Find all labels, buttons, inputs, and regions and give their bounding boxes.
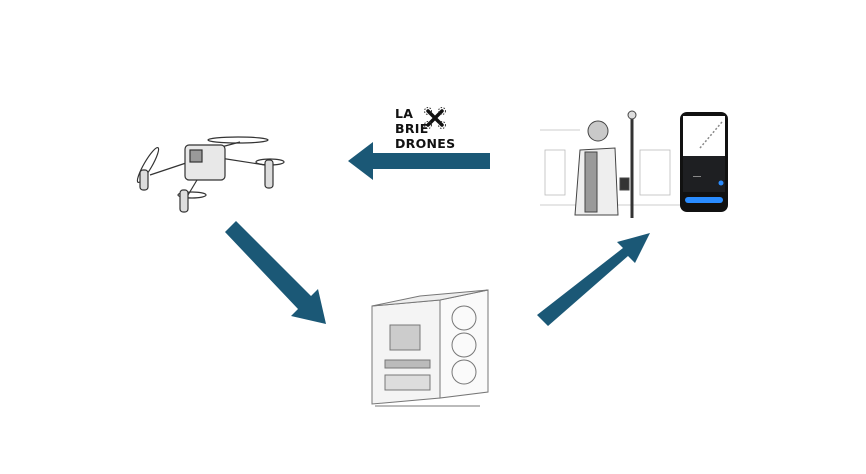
- pc-tower-illustration: [371, 289, 489, 407]
- logo-line-2: BRIE: [395, 121, 429, 136]
- surveyor-person: [574, 110, 637, 218]
- logo-line-3: DRONES: [395, 136, 456, 151]
- la-brie-drones-logo: LA BRIE DRONES: [395, 106, 455, 151]
- arrow-up-right: [537, 233, 650, 326]
- logo-line-1: LA: [395, 106, 414, 121]
- arrow-down-right: [225, 221, 326, 324]
- arrow-left: [348, 142, 490, 180]
- smartphone-illustration: [680, 112, 728, 212]
- drone-illustration: [136, 136, 285, 213]
